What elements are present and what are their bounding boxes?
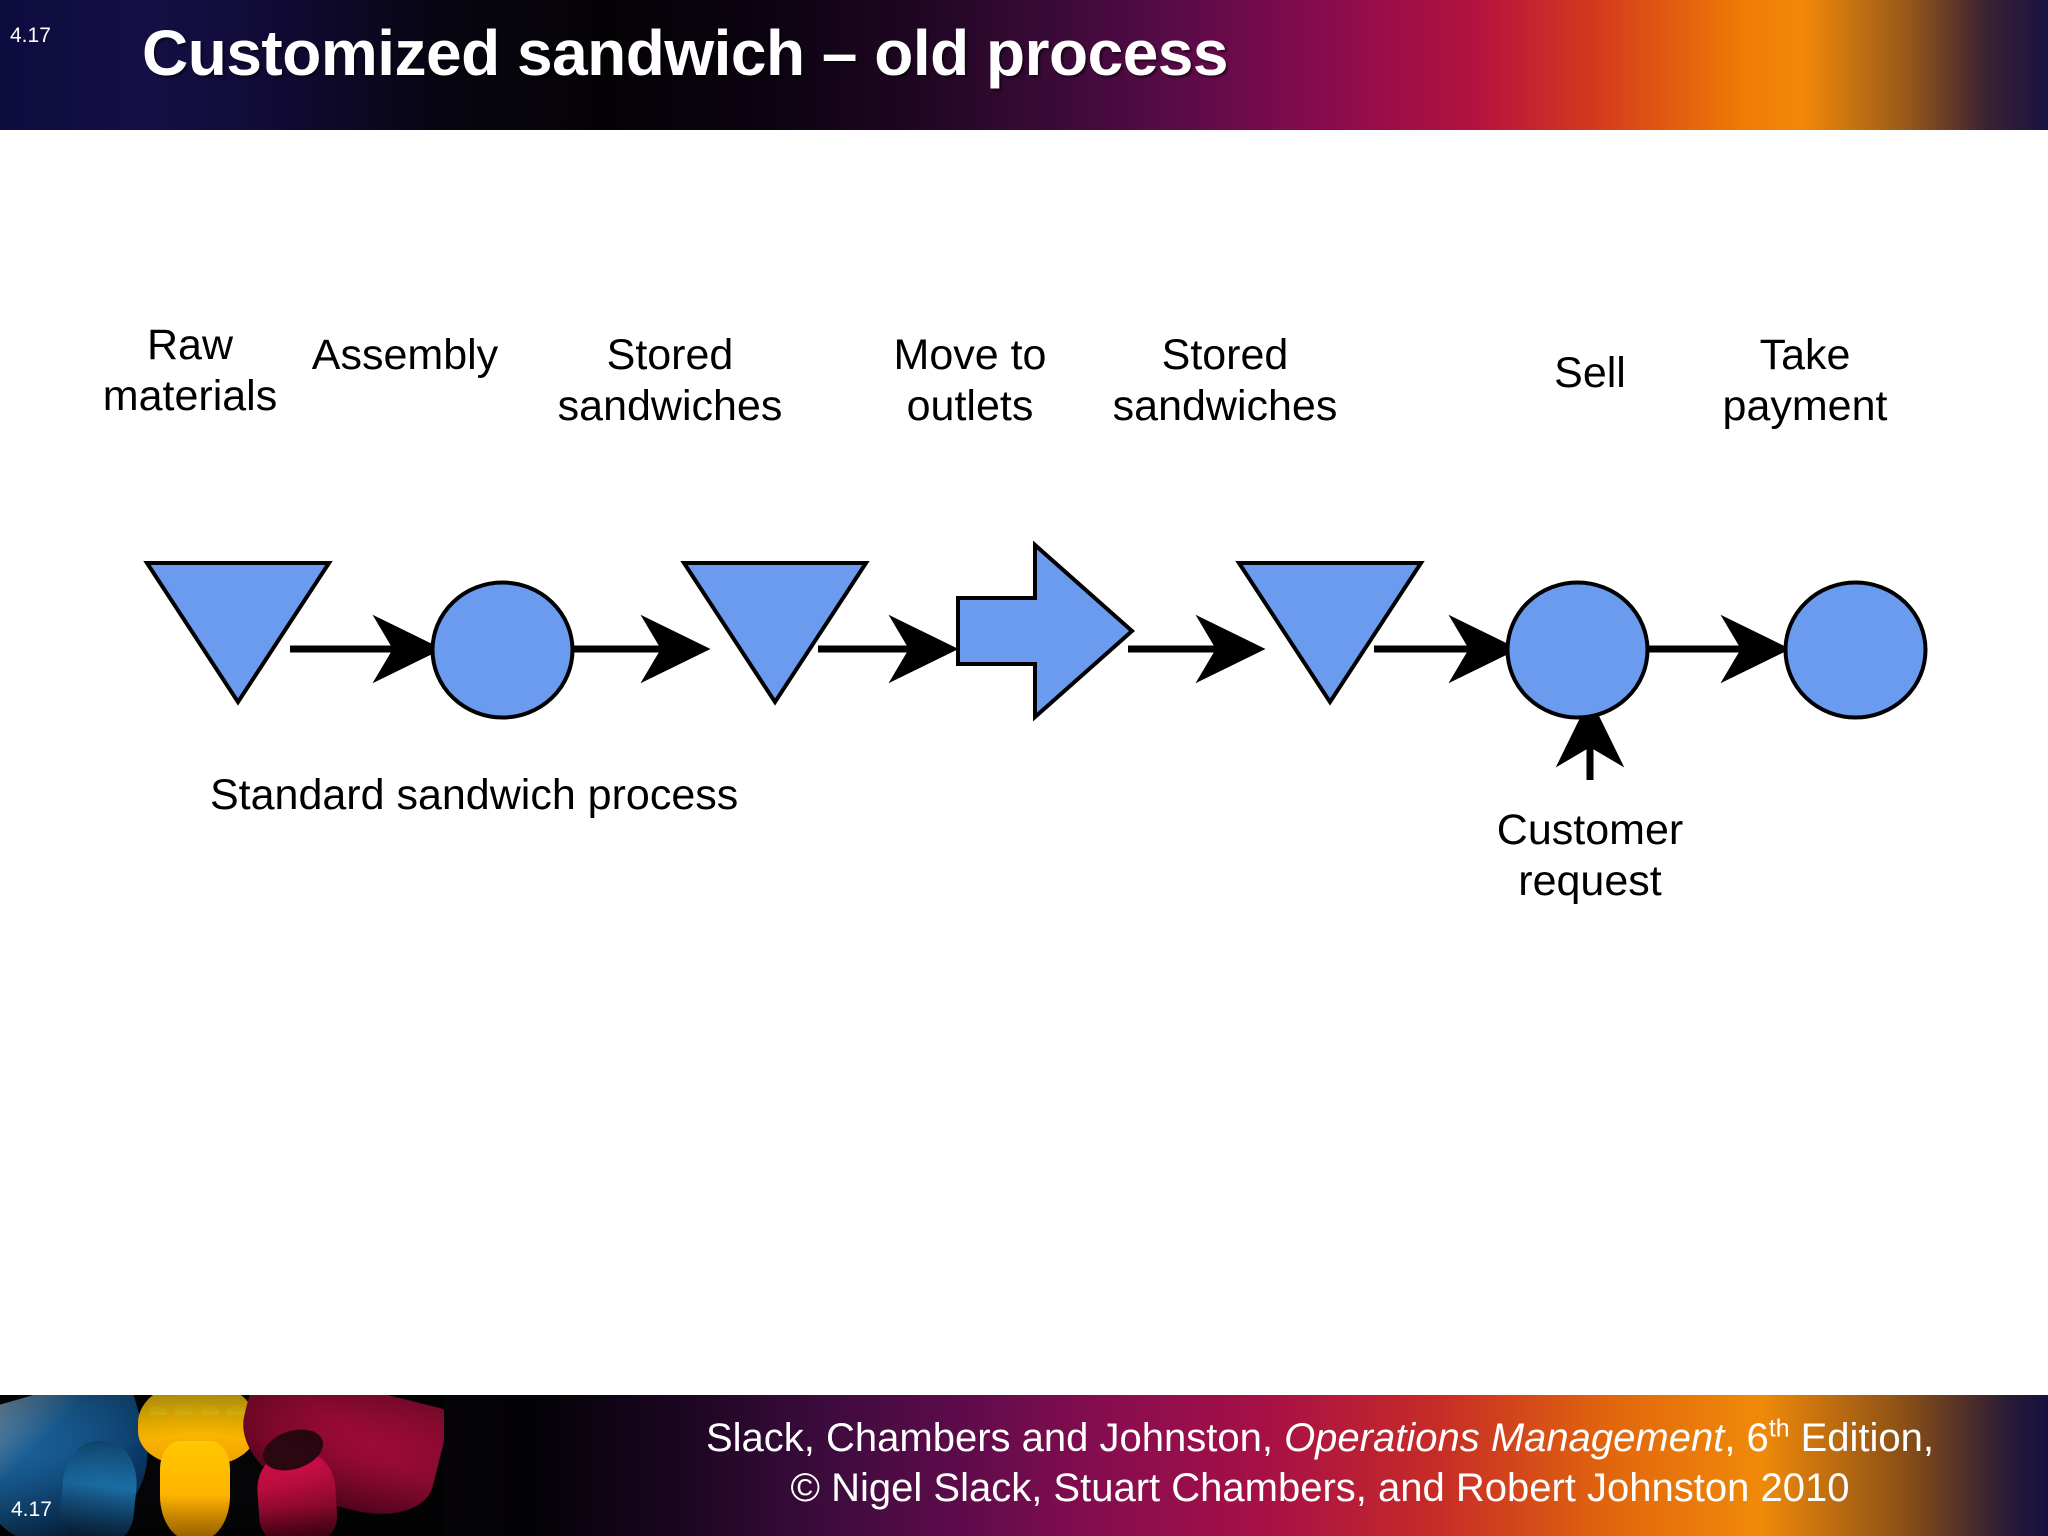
node-label-assembly: Assembly bbox=[311, 331, 499, 379]
citation-line-1: Slack, Chambers and Johnston, Operations… bbox=[705, 1415, 1935, 1460]
operation-circle-icon bbox=[430, 580, 575, 720]
slide-header-band: 4.17 Customized sandwich – old process bbox=[0, 0, 2048, 130]
paint-vignette bbox=[0, 1395, 444, 1536]
operation-circle-icon bbox=[1505, 580, 1650, 720]
header-slide-number: 4.17 bbox=[10, 24, 51, 47]
node-label-move-to-outlets: Move to outlets bbox=[893, 331, 1047, 430]
storage-triangle-icon bbox=[143, 560, 333, 706]
citation-ordinal-suffix: th bbox=[1768, 1415, 1790, 1443]
node-label-stored-sandwiches-1: Stored sandwiches bbox=[557, 331, 783, 430]
process-diagram: Raw materials Assembly Stored bbox=[0, 130, 2048, 1395]
operation-circle-icon bbox=[1783, 580, 1928, 720]
node-label-sell: Sell bbox=[1554, 349, 1626, 397]
node-label-raw-materials: Raw materials bbox=[102, 321, 278, 420]
note-standard-sandwich-process: Standard sandwich process bbox=[210, 771, 739, 819]
page-title: Customized sandwich – old process bbox=[142, 17, 1228, 89]
storage-triangle-icon bbox=[680, 560, 870, 706]
transport-block-arrow-icon bbox=[955, 540, 1136, 722]
paint-pour-image: 4.17 bbox=[0, 1395, 444, 1536]
slide-footer-band: 4.17 Slack, Chambers and Johnston, Opera… bbox=[0, 1395, 2048, 1536]
citation-book-title: Operations Management bbox=[1284, 1416, 1725, 1460]
citation-line-2: © Nigel Slack, Stuart Chambers, and Robe… bbox=[790, 1466, 1850, 1511]
storage-triangle-icon bbox=[1235, 560, 1425, 706]
citation-text: Slack, Chambers and Johnston, Operations… bbox=[600, 1413, 2040, 1514]
node-label-stored-sandwiches-2: Stored sandwiches bbox=[1112, 331, 1338, 430]
footer-slide-number: 4.17 bbox=[11, 1498, 52, 1521]
note-customer-request: Customer request bbox=[1496, 806, 1684, 905]
node-label-take-payment: Take payment bbox=[1722, 331, 1888, 430]
